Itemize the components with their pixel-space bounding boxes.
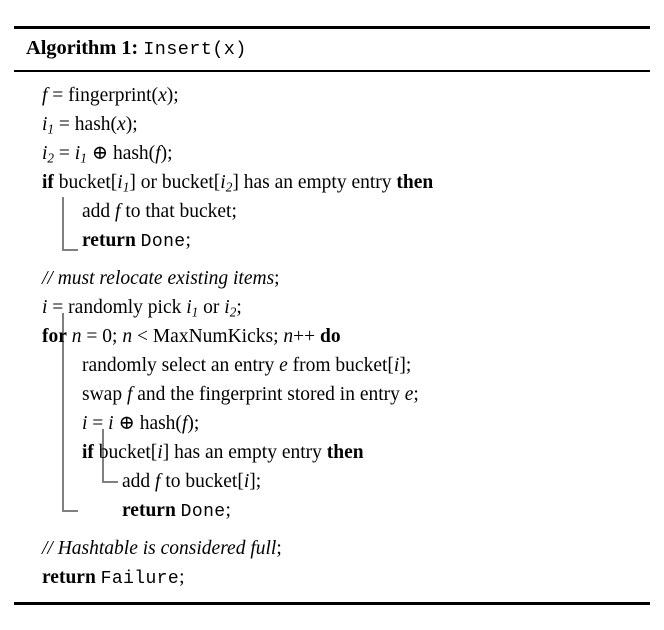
code-line-10: randomly select an entry e from bucket[i…: [82, 355, 412, 376]
code-line-17: return Failure;: [42, 567, 185, 589]
code-line-12: i = i ⊕ hash(f);: [82, 413, 200, 434]
code-line-5: add f to that bucket;: [82, 201, 237, 222]
algorithm-label: Algorithm 1:: [26, 37, 139, 59]
code-line-14: add f to bucket[i];: [122, 471, 262, 492]
code-line-4: if bucket[i1] or bucket[i2] has an empty…: [42, 172, 434, 195]
code-line-3: i2 = i1 ⊕ hash(f);: [42, 143, 173, 166]
algorithm-signature: Insert(x): [143, 39, 247, 60]
algorithm-caption: Algorithm 1: Insert(x): [14, 29, 650, 70]
code-line-6: return Done;: [82, 230, 191, 252]
code-line-8: i = randomly pick i1 or i2;: [42, 297, 242, 320]
code-line-9: for n = 0; n < MaxNumKicks; n++ do: [42, 326, 341, 347]
code-line-15: return Done;: [122, 500, 231, 522]
rule-top: [14, 26, 650, 29]
rule-bottom: [14, 602, 650, 605]
code-line-11: swap f and the fingerprint stored in ent…: [82, 384, 419, 405]
algorithm-body: f = fingerprint(x); i1 = hash(x); i2 = i…: [14, 72, 650, 602]
algorithm-block: Algorithm 1: Insert(x) f = fingerprint(x…: [14, 26, 650, 605]
code-line-7-comment: // must relocate existing items;: [42, 268, 280, 289]
rule-caption-separator: [14, 70, 650, 72]
code-line-16-comment: // Hashtable is considered full;: [42, 538, 282, 559]
code-line-1: f = fingerprint(x);: [42, 85, 179, 106]
code-line-13: if bucket[i] has an empty entry then: [82, 442, 364, 463]
code-line-2: i1 = hash(x);: [42, 114, 138, 137]
